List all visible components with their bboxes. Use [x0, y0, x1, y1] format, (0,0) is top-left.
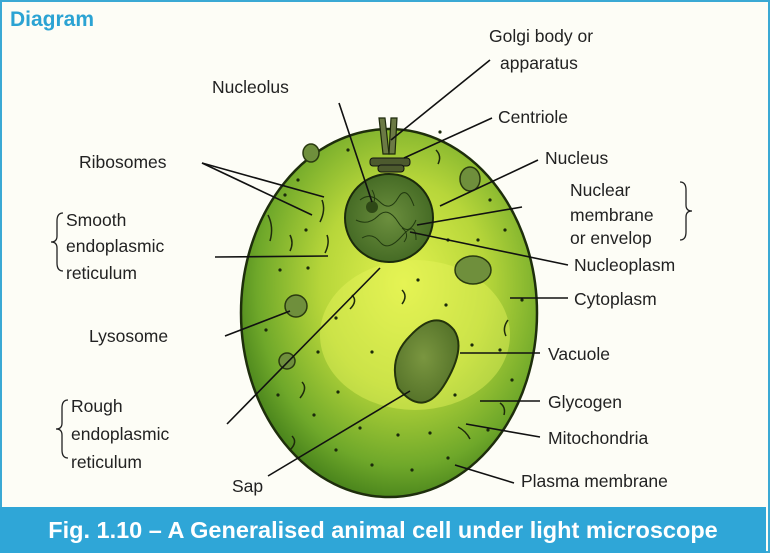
label-nucleoplasm: Nucleoplasm — [574, 255, 675, 275]
animal-cell-diagram: Golgi body or apparatus Nucleolus Centri… — [0, 0, 770, 505]
label-nuclear-membrane-line3: or envelop — [570, 228, 652, 248]
label-sap: Sap — [232, 476, 263, 496]
nucleolus-shape — [366, 201, 378, 213]
nucleus-shape — [345, 174, 433, 262]
label-nuclear-membrane-line2: membrane — [570, 205, 654, 225]
label-centriole: Centriole — [498, 107, 568, 127]
label-smooth-er-line1: Smooth — [66, 210, 126, 230]
label-rough-er-line2: endoplasmic — [71, 424, 169, 444]
vesicle — [460, 167, 480, 191]
vesicle — [303, 144, 319, 162]
label-ribosomes: Ribosomes — [79, 152, 167, 172]
lysosome-shape — [285, 295, 307, 317]
label-vacuole: Vacuole — [548, 344, 610, 364]
vesicle — [279, 353, 295, 369]
label-rough-er-line3: reticulum — [71, 452, 142, 472]
label-lysosome: Lysosome — [89, 326, 168, 346]
label-glycogen: Glycogen — [548, 392, 622, 412]
vesicle — [455, 256, 491, 284]
label-plasma-membrane: Plasma membrane — [521, 471, 668, 491]
label-golgi-line1: Golgi body or — [489, 26, 593, 46]
label-smooth-er-line2: endoplasmic — [66, 236, 164, 256]
label-golgi-line2: apparatus — [500, 53, 578, 73]
label-nucleolus: Nucleolus — [212, 77, 289, 97]
label-nucleus: Nucleus — [545, 148, 608, 168]
label-rough-er-line1: Rough — [71, 396, 123, 416]
label-smooth-er-line3: reticulum — [66, 263, 137, 283]
figure-caption: Fig. 1.10 – A Generalised animal cell un… — [0, 507, 766, 553]
label-nuclear-membrane-line1: Nuclear — [570, 180, 630, 200]
label-mitochondria: Mitochondria — [548, 428, 648, 448]
label-cytoplasm: Cytoplasm — [574, 289, 657, 309]
